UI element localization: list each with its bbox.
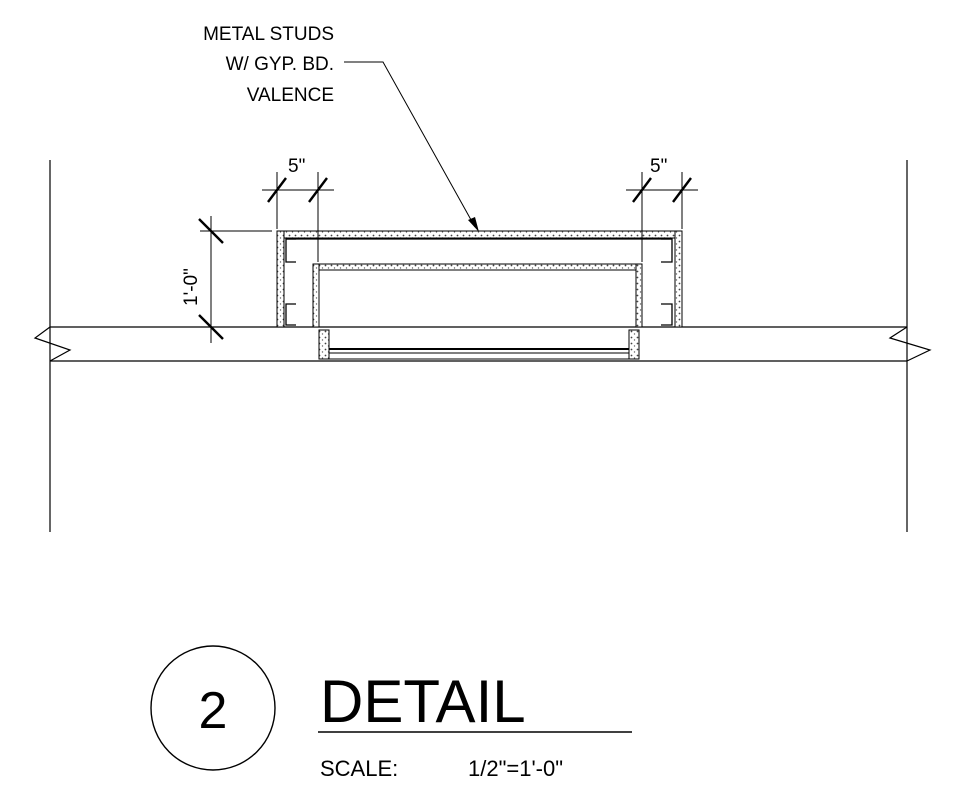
leader-line	[344, 61, 476, 228]
stud-bottom-right	[661, 303, 673, 326]
note-line-1: METAL STUDS	[203, 24, 334, 45]
right-break-line	[888, 326, 932, 362]
title-block: 2 DETAIL SCALE: 1/2"=1'-0"	[150, 645, 632, 781]
left-inner-gyp-board	[312, 263, 320, 328]
detail-number: 2	[199, 682, 228, 740]
stud-top-right	[661, 238, 673, 263]
right-outer-gyp-board	[674, 230, 683, 328]
dim-left-label: 5"	[288, 156, 305, 177]
metal-studs	[285, 238, 673, 326]
dim-right-label: 5"	[650, 156, 667, 177]
right-inner-gyp-board	[635, 263, 643, 328]
dim-height-tick-1	[198, 218, 224, 244]
dim-right-tick-2	[672, 177, 692, 203]
stud-top-left	[285, 238, 296, 263]
valence-assembly	[276, 230, 683, 328]
detail-number-circle	[150, 645, 276, 771]
dim-right-tick-1	[632, 177, 652, 203]
leader-note: METAL STUDS W/ GYP. BD. VALENCE	[203, 24, 479, 232]
left-break-line	[33, 326, 72, 362]
dim-left-tick-1	[267, 177, 287, 203]
scale-value: 1/2"=1'-0"	[468, 756, 563, 781]
inner-gyp-board	[312, 263, 643, 271]
left-jamb	[318, 329, 330, 360]
note-line-2: W/ GYP. BD.	[226, 54, 334, 75]
detail-title: DETAIL	[320, 668, 526, 735]
top-gyp-board	[276, 230, 683, 239]
dimension-height	[198, 216, 272, 343]
wall-lines	[33, 160, 932, 532]
dimension-left	[262, 172, 334, 262]
right-jamb	[628, 329, 640, 360]
scale-label: SCALE:	[320, 756, 398, 781]
note-line-3: VALENCE	[247, 85, 334, 106]
left-outer-gyp-board	[276, 230, 285, 328]
leader-arrowhead	[468, 217, 479, 232]
stud-bottom-left	[285, 303, 296, 326]
window-frame	[318, 329, 640, 360]
dim-left-tick-2	[308, 177, 328, 203]
dim-height-label: 1'-0"	[181, 268, 202, 306]
dim-height-tick-2	[198, 314, 224, 340]
dimension-right	[626, 172, 698, 262]
